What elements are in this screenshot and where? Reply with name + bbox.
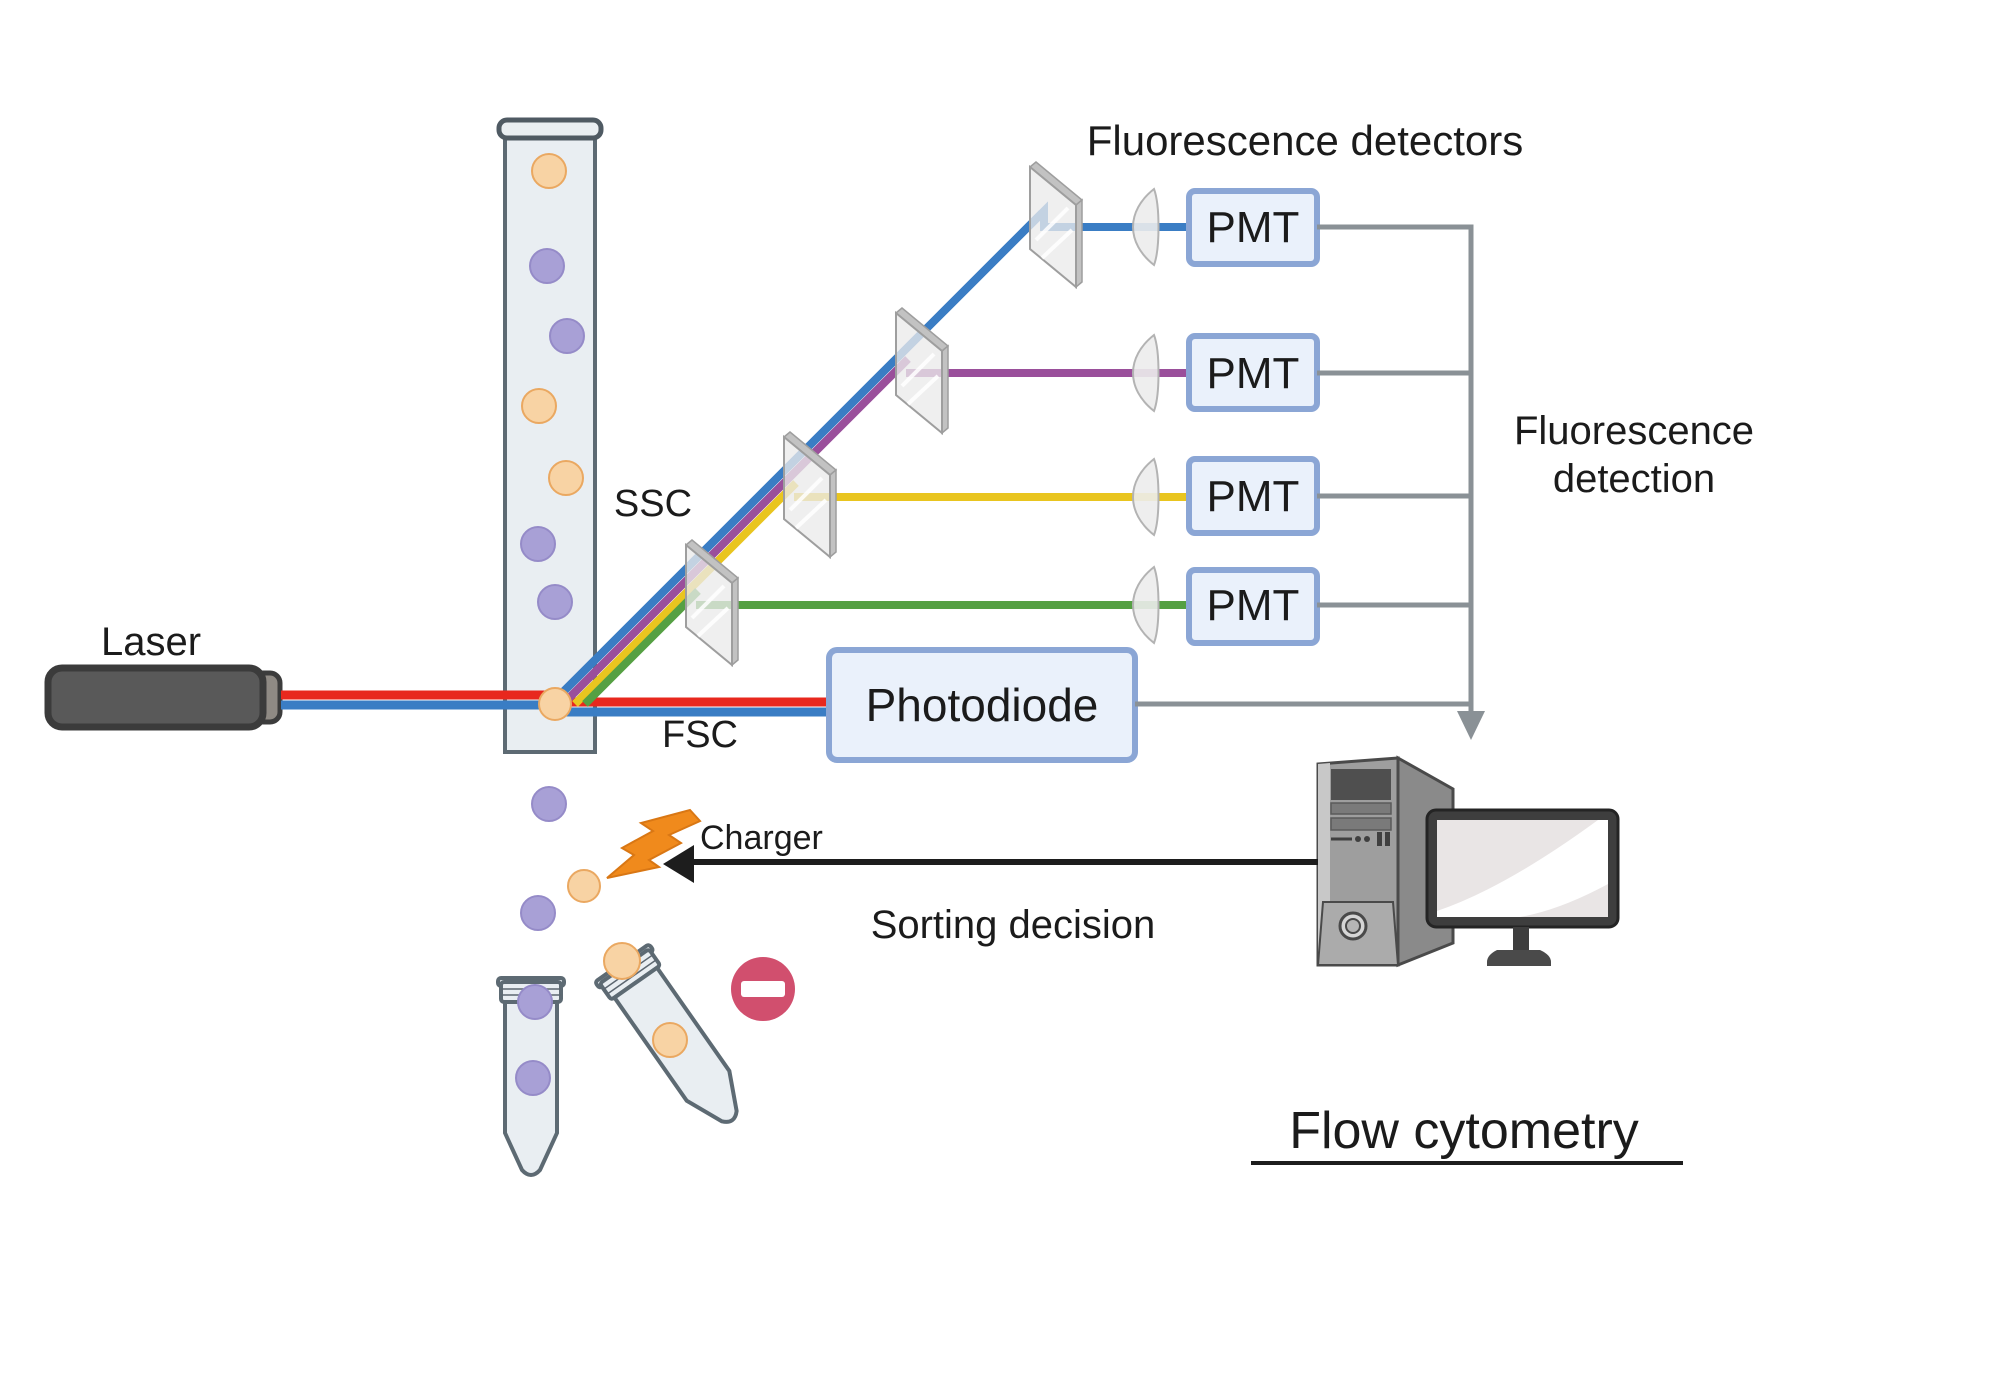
- cells-in-flow-cell: [520, 153, 585, 620]
- sorting-arrowhead-left: [663, 845, 694, 883]
- fluorescence-beams: [548, 201, 1189, 707]
- cell: [531, 153, 567, 189]
- mirror-face: [685, 542, 733, 668]
- screen-glare: [1437, 820, 1598, 911]
- signal-wires: [1135, 224, 1485, 740]
- mirror-streak: [794, 498, 828, 530]
- no-entry-icon: [731, 957, 795, 1021]
- mirror-streak: [696, 606, 730, 638]
- fluorescence-detectors-label: Fluorescence detectors: [1087, 117, 1524, 164]
- cell: [652, 1022, 688, 1058]
- flow-cell-rim: [496, 117, 604, 141]
- cell: [520, 526, 556, 562]
- charger-bolt-icon: [606, 808, 702, 879]
- laser-label: Laser: [101, 620, 201, 664]
- pmt-label: PMT: [1207, 581, 1300, 630]
- charger-label: Charger: [700, 819, 823, 857]
- mirror-streak: [788, 476, 824, 512]
- screen-glare: [1520, 884, 1608, 917]
- monitor-base: [1487, 950, 1551, 966]
- cell-at-interrogation-point: [538, 687, 572, 721]
- no-entry-bar: [741, 981, 785, 997]
- mirror-streak: [900, 352, 936, 388]
- laser-beams: [281, 690, 830, 717]
- focusing-lens-4: [1132, 565, 1160, 645]
- flow-cell-body: [503, 133, 597, 754]
- power-button-inner: [1345, 918, 1361, 934]
- cell: [567, 869, 601, 903]
- cell: [521, 388, 557, 424]
- falling-cells: [520, 786, 601, 931]
- sorting-decision-label: Sorting decision: [871, 903, 1156, 947]
- mirror-streak: [1034, 206, 1070, 242]
- pmt-box-4: PMT: [1186, 567, 1320, 646]
- mirror-face: [783, 434, 831, 560]
- cell: [548, 460, 584, 496]
- diagram-title: Flow cytometry: [1251, 1102, 1683, 1165]
- focusing-lens-3: [1132, 457, 1160, 537]
- monitor-neck: [1513, 927, 1529, 953]
- fluorescence-detection-label-line1: Fluorescence: [1514, 409, 1754, 453]
- ssc-label: SSC: [614, 483, 692, 525]
- cell: [531, 786, 567, 822]
- dichroic-mirror-3: [894, 307, 950, 436]
- pmt-box-1: PMT: [1186, 188, 1320, 267]
- tower-dot: [1364, 836, 1370, 842]
- cell: [603, 942, 641, 980]
- photodiode-label: Photodiode: [866, 679, 1099, 731]
- dichroic-mirror-1: [684, 539, 740, 668]
- tower-dot: [1355, 836, 1361, 842]
- wire-pmt1-and-bus: [1317, 224, 1474, 712]
- green-fluorescence-beam: [582, 588, 1189, 707]
- sorting-arrow: [663, 845, 1318, 883]
- tower-drive-bay: [1330, 802, 1392, 815]
- laser-device: [44, 664, 283, 731]
- mirror-streak: [690, 584, 726, 620]
- title-text: Flow cytometry: [1289, 1102, 1639, 1160]
- wire-arrowhead-down: [1457, 711, 1485, 740]
- tower-top-bay: [1331, 769, 1391, 800]
- fluorescence-detection-label-line2: detection: [1553, 457, 1715, 501]
- monitor: [1425, 808, 1620, 966]
- photodiode-box: Photodiode: [826, 647, 1138, 763]
- fsc-label: FSC: [662, 714, 738, 756]
- cell: [549, 318, 585, 354]
- pmt-box-2: PMT: [1186, 333, 1320, 412]
- tower-vent: [1385, 832, 1390, 846]
- cell: [537, 584, 573, 620]
- focusing-lens-1: [1132, 187, 1160, 267]
- mirror-streak: [906, 374, 940, 406]
- dichroic-mirror-2: [782, 431, 838, 560]
- computer: [1316, 755, 1620, 968]
- tower-drive-bay: [1330, 817, 1392, 831]
- mirror-face: [895, 310, 943, 436]
- pmt-box-3: PMT: [1186, 456, 1320, 536]
- flow-cell-tube: [496, 117, 604, 754]
- pmt-label: PMT: [1207, 349, 1300, 398]
- tower-vent: [1377, 832, 1382, 846]
- cell: [529, 248, 565, 284]
- cell: [517, 984, 553, 1020]
- dichroic-mirror-4: [1028, 161, 1084, 290]
- focusing-lens-2: [1132, 333, 1160, 413]
- mirror-face: [1029, 164, 1077, 290]
- pmt-label: PMT: [1207, 472, 1300, 521]
- laser-body: [44, 664, 267, 731]
- cell: [515, 1060, 551, 1096]
- mirror-streak: [1040, 228, 1074, 260]
- pmt-label: PMT: [1207, 203, 1300, 252]
- cell: [520, 895, 556, 931]
